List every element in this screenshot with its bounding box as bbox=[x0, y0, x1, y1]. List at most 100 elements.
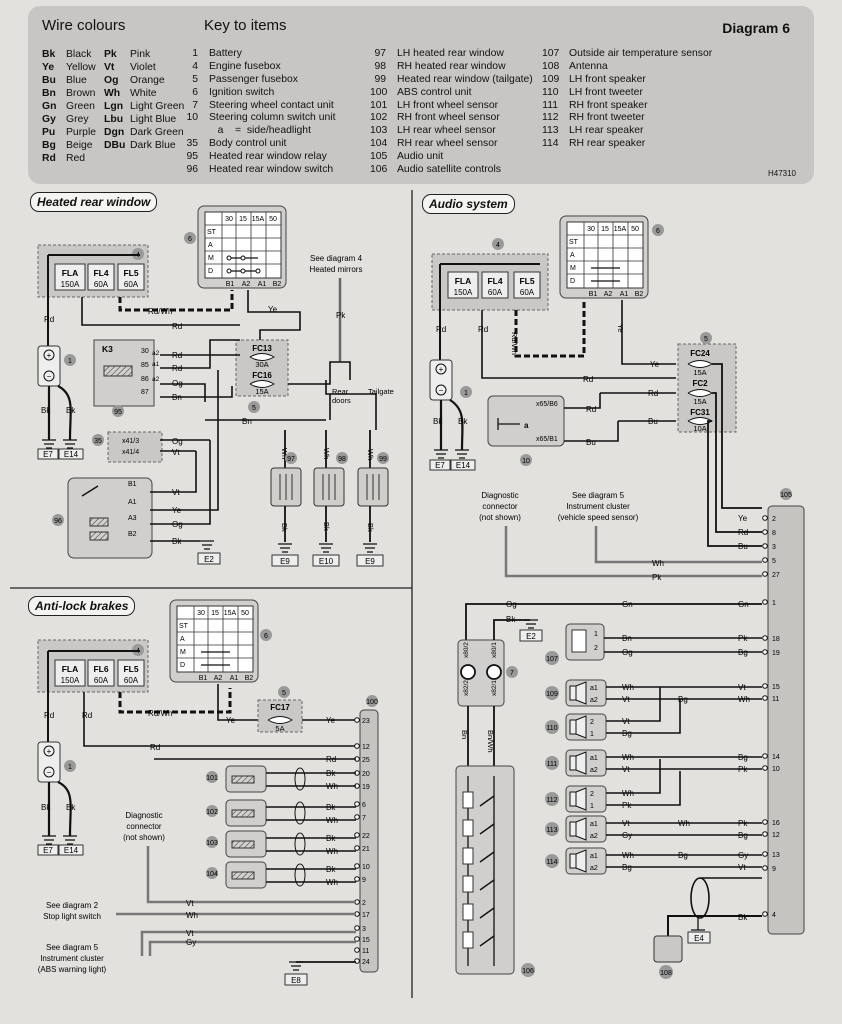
key-text: a = side/headlight bbox=[209, 125, 311, 137]
speaker-wires bbox=[606, 759, 681, 806]
svg-text:Instrument cluster: Instrument cluster bbox=[40, 954, 104, 963]
key-text: LH rear wheel sensor bbox=[397, 125, 496, 137]
colour-nm: Green bbox=[66, 101, 95, 112]
svg-text:E14: E14 bbox=[456, 461, 471, 470]
svg-text:7: 7 bbox=[510, 670, 514, 677]
svg-text:15A: 15A bbox=[224, 610, 237, 617]
svg-text:B2: B2 bbox=[245, 675, 254, 682]
switch-contact bbox=[479, 795, 495, 807]
svg-text:E10: E10 bbox=[319, 557, 334, 566]
item-number: 112 bbox=[546, 797, 557, 804]
key-text: Ignition switch bbox=[209, 86, 275, 98]
heater-99: 99 bbox=[357, 452, 389, 507]
wire-label: Rd bbox=[44, 315, 54, 324]
svg-text:50: 50 bbox=[241, 610, 249, 617]
svg-text:15A: 15A bbox=[693, 368, 706, 377]
svg-text:Wh: Wh bbox=[280, 448, 289, 459]
pin-number: 2 bbox=[594, 645, 598, 652]
key-text: Battery bbox=[209, 48, 242, 59]
svg-text:Ye: Ye bbox=[738, 514, 748, 523]
item-marker bbox=[545, 792, 559, 806]
svg-text:10: 10 bbox=[522, 458, 530, 465]
item-marker bbox=[206, 771, 218, 783]
pin-number: 25 bbox=[362, 757, 370, 764]
svg-text:100: 100 bbox=[366, 699, 378, 706]
svg-text:ST: ST bbox=[207, 229, 217, 236]
wire-label: Og bbox=[622, 648, 633, 657]
item-marker bbox=[545, 651, 559, 665]
svg-text:A1: A1 bbox=[128, 499, 137, 506]
anti-lock-brakes-circuit: 4 FLA 150A FL6 60A FL5 60A Rd Rd Rd Rd/W… bbox=[37, 599, 379, 986]
sensor-element bbox=[231, 871, 255, 880]
fuse-fl4: FL4 60A bbox=[87, 263, 115, 291]
connector-pin bbox=[762, 635, 768, 641]
fuse-label: FLA bbox=[62, 268, 79, 278]
key-number: 107 bbox=[542, 48, 560, 59]
svg-text:Vt: Vt bbox=[186, 899, 194, 908]
svg-text:x41/4: x41/4 bbox=[122, 449, 139, 456]
svg-text:15: 15 bbox=[239, 216, 247, 223]
connector-pin bbox=[354, 925, 360, 931]
svg-text:ST: ST bbox=[569, 239, 579, 246]
svg-text:Bk: Bk bbox=[366, 523, 375, 532]
svg-text:87: 87 bbox=[141, 389, 149, 396]
colour-nm: Black bbox=[66, 49, 92, 60]
colour-nm: Beige bbox=[66, 140, 93, 151]
colour-nm2: Dark Blue bbox=[130, 140, 176, 151]
switch-contact bbox=[479, 935, 495, 947]
sensor-wires bbox=[266, 772, 356, 787]
key-number: 113 bbox=[542, 125, 559, 137]
svg-text:−: − bbox=[439, 386, 444, 395]
svg-text:D: D bbox=[208, 268, 213, 275]
svg-text:a1: a1 bbox=[152, 361, 160, 368]
colour-nm: Purple bbox=[66, 127, 97, 138]
connector-pin bbox=[762, 683, 768, 689]
svg-text:5: 5 bbox=[252, 405, 256, 412]
svg-text:E7: E7 bbox=[43, 450, 53, 459]
pin-number: 12 bbox=[362, 744, 370, 751]
connector-pin bbox=[762, 851, 768, 857]
colour-nm2: White bbox=[130, 88, 157, 99]
connector-pin bbox=[762, 765, 768, 771]
note-see-diagram-4: See diagram 4 bbox=[310, 254, 363, 263]
wire-label: Pk bbox=[738, 819, 748, 828]
key-number: 112 bbox=[542, 112, 559, 124]
svg-text:x80/1: x80/1 bbox=[491, 642, 498, 658]
svg-text:95: 95 bbox=[114, 409, 122, 416]
item-marker bbox=[545, 756, 559, 770]
svg-text:FC2: FC2 bbox=[692, 379, 708, 388]
svg-text:Rd: Rd bbox=[738, 528, 748, 537]
fuse-label: FL5 bbox=[123, 268, 138, 278]
audio-system-circuit: 4 FLA 150A FL4 60A FL5 60A Rd Rd Rd Rd/W… bbox=[429, 215, 805, 979]
key-text: RH heated rear window bbox=[397, 60, 506, 72]
key-title: Key to items bbox=[204, 17, 287, 34]
key-text: RH front tweeter bbox=[569, 112, 645, 124]
wire-label: Vt bbox=[738, 863, 746, 872]
svg-text:FL5: FL5 bbox=[519, 276, 534, 286]
pin-number: 7 bbox=[362, 815, 366, 822]
svg-text:Bk: Bk bbox=[738, 913, 748, 922]
key-text: Passenger fusebox bbox=[209, 73, 298, 85]
svg-text:150A: 150A bbox=[454, 288, 473, 297]
svg-text:a2: a2 bbox=[152, 350, 160, 357]
svg-text:+: + bbox=[47, 747, 52, 756]
svg-text:(ABS warning light): (ABS warning light) bbox=[38, 965, 107, 974]
svg-text:150A: 150A bbox=[61, 676, 80, 685]
colour-nm2: Light Green bbox=[130, 101, 185, 112]
svg-text:6: 6 bbox=[264, 633, 268, 640]
key-text: ABS control unit bbox=[397, 86, 472, 98]
svg-text:Gn: Gn bbox=[622, 600, 633, 609]
key-text: Steering wheel contact unit bbox=[209, 99, 334, 111]
svg-text:Wh: Wh bbox=[322, 448, 331, 459]
svg-text:Og: Og bbox=[172, 520, 183, 529]
key-number: 35 bbox=[186, 138, 198, 150]
